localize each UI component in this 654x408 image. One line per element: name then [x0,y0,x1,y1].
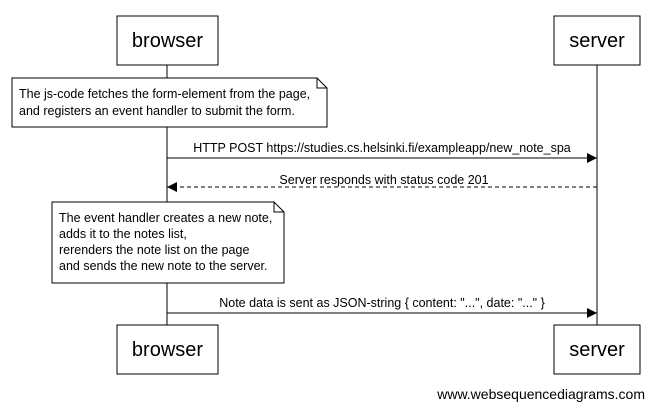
actor-browser-bottom-label: browser [132,339,203,361]
message-3: Note data is sent as JSON-string { conte… [167,296,597,318]
note-1-line-1: The js-code fetches the form-element fro… [19,87,310,101]
message-1-label: HTTP POST https://studies.cs.helsinki.fi… [193,141,571,155]
note-2: The event handler creates a new note, ad… [51,201,285,284]
message-2: Server responds with status code 201 [167,173,597,192]
actor-server-bottom: server [553,324,641,375]
actor-browser-top: browser [116,15,219,66]
actor-browser-top-label: browser [132,30,203,52]
note-1: The js-code fetches the form-element fro… [11,77,328,128]
actor-server-top: server [553,15,641,66]
message-3-label: Note data is sent as JSON-string { conte… [219,296,545,310]
watermark-text: www.websequencediagrams.com [436,386,645,402]
actor-server-top-label: server [569,30,625,52]
note-2-line-1: The event handler creates a new note, [59,211,272,225]
note-2-line-2: adds it to the notes list, [59,227,187,241]
message-2-label: Server responds with status code 201 [279,173,488,187]
actor-server-bottom-label: server [569,339,625,361]
note-1-line-2: and registers an event handler to submit… [19,104,295,118]
note-2-line-4: and sends the new note to the server. [59,259,267,273]
note-2-line-3: rerenders the note list on the page [59,243,249,257]
actor-browser-bottom: browser [116,324,219,375]
message-1: HTTP POST https://studies.cs.helsinki.fi… [167,141,597,163]
